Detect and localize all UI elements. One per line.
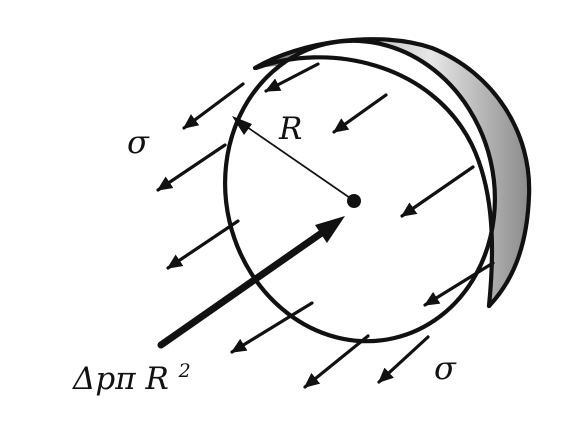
labels: σ R σ Δpπ R 2 — [72, 111, 457, 397]
pressure-force — [157, 216, 345, 349]
stress-arrow — [303, 334, 370, 389]
radius-indicator — [232, 116, 361, 208]
stress-arrow — [156, 143, 227, 192]
shell-body — [222, 37, 532, 344]
stress-arrows — [156, 62, 495, 389]
stress-arrow — [182, 82, 245, 130]
stress-arrow — [166, 219, 240, 270]
radius-arrow — [233, 117, 354, 201]
pressure-force-label: Δpπ R 2 — [72, 360, 191, 397]
pressure-force-line — [157, 228, 327, 349]
stress-arrow — [264, 62, 320, 93]
sigma-upper-label: σ — [127, 123, 150, 161]
stress-arrow — [423, 261, 495, 307]
shell-inner-rim — [253, 55, 495, 309]
sigma-lower-label: σ — [434, 349, 457, 387]
radius-label: R — [278, 111, 302, 147]
pressure-force-arrow-icon — [315, 216, 345, 243]
cut-face-outline — [222, 38, 498, 344]
stress-arrow — [230, 301, 314, 354]
center-dot-icon — [347, 194, 361, 208]
stress-arrow — [400, 165, 475, 218]
pressure-force-exponent: 2 — [178, 360, 191, 382]
pressure-force-prefix: Δpπ — [72, 361, 136, 397]
stress-arrow — [377, 335, 430, 384]
pressure-force-radius: R — [144, 361, 168, 397]
stress-arrow — [332, 93, 388, 134]
radius-arrow-icon — [232, 116, 252, 135]
